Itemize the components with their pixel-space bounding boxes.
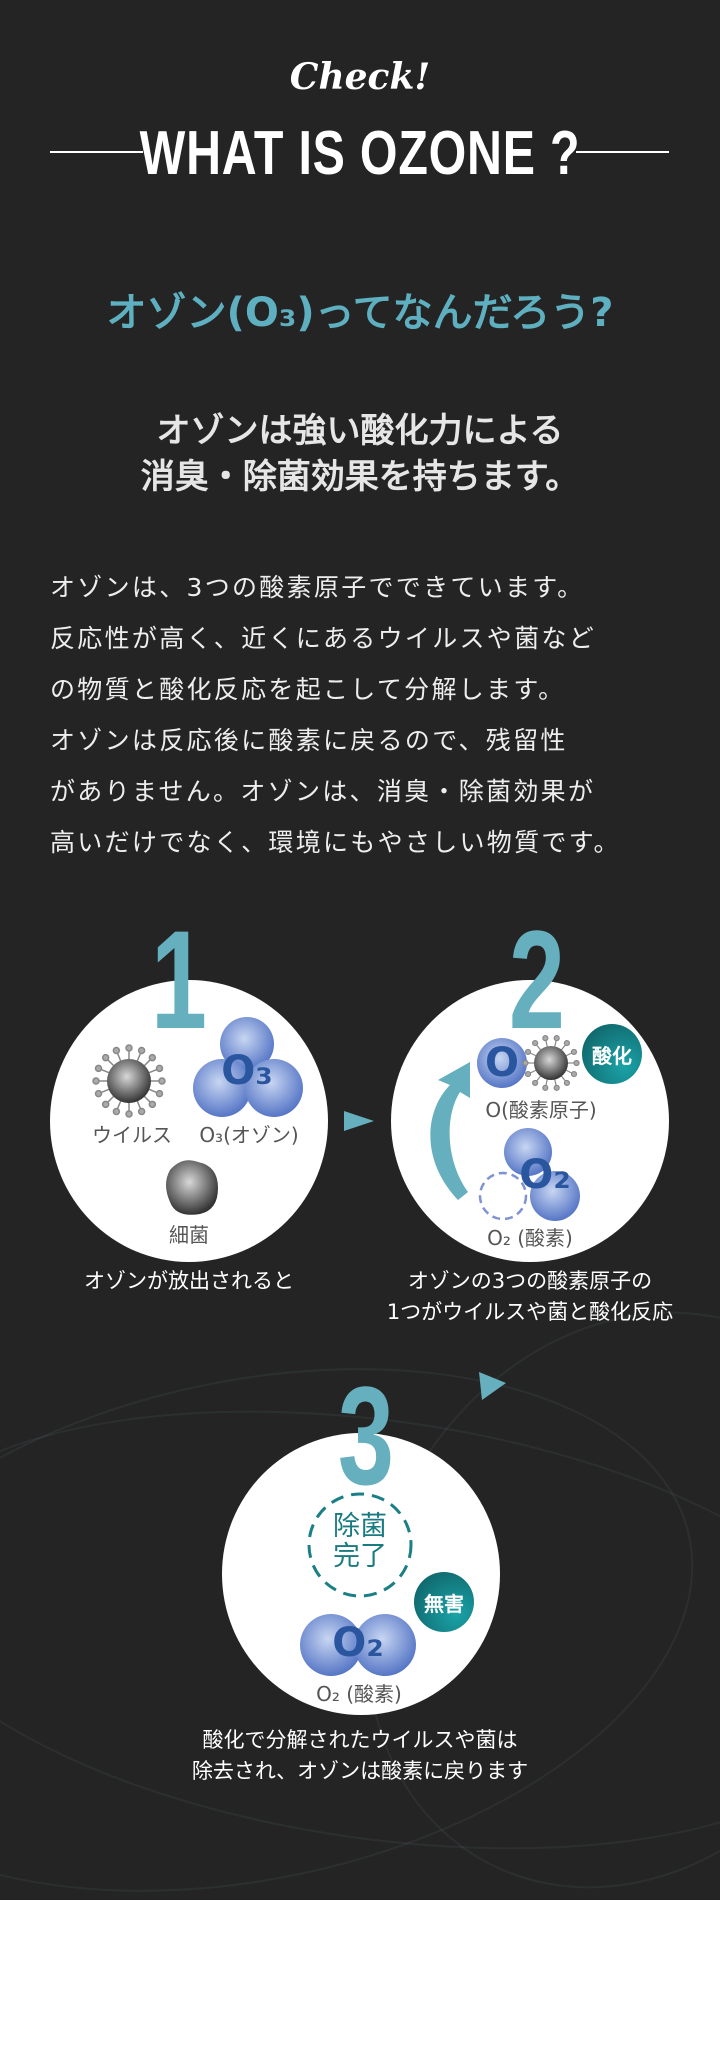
step-2-number: 2: [508, 901, 565, 1058]
title-divider-right: [576, 151, 669, 153]
oxygen-label: O₂ (酸素): [316, 1682, 402, 1706]
section-question: オゾン(O₃)ってなんだろう?: [106, 290, 614, 336]
dark-section: Check! WHAT IS OZONE ? オゾン(O₃)ってなんだろう? オ…: [0, 0, 720, 1900]
caption-line: オゾンの3つの酸素原子の: [407, 1269, 653, 1293]
oxygen-molecule-icon: [530, 1171, 580, 1221]
description-paragraph: オゾンは、3つの酸素原子でできています。 反応性が高く、近くにあるウイルスや菌な…: [50, 562, 672, 868]
virus-icon: [522, 1035, 580, 1091]
next-arrow-icon: [344, 1111, 374, 1131]
lead-line: オゾンは強い酸化力による: [156, 411, 564, 451]
sterilization-complete-label: 除菌 完了: [333, 1512, 387, 1572]
oxygen-atom-icon: [477, 1038, 527, 1088]
o3-symbol: O₃: [221, 1048, 273, 1094]
removed-atom-outline: [478, 1171, 528, 1221]
step-2-caption: オゾンの3つの酸素原子の 1つがウイルスや菌と酸化反応: [387, 1266, 673, 1328]
ozone-molecule-icon: [193, 1017, 303, 1117]
harmless-badge: 無害: [414, 1572, 474, 1632]
step-3-caption: 酸化で分解されたウイルスや菌は 除去され、オゾンは酸素に戻ります: [192, 1725, 528, 1787]
caption-line: 1つがウイルスや菌と酸化反応: [386, 1300, 674, 1324]
caption-line: 酸化で分解されたウイルスや菌は: [202, 1728, 518, 1752]
caption-line: 除去され、オゾンは酸素に戻ります: [191, 1759, 529, 1783]
paragraph-line: がありません。オゾンは、消臭・除菌効果が: [50, 777, 596, 806]
virus-label: ウイルス: [92, 1123, 172, 1147]
step-1-number: 1: [150, 901, 207, 1058]
ozone-label: O₃(オゾン): [199, 1123, 299, 1147]
o-symbol: O: [484, 1040, 520, 1086]
o2-symbol: O₂: [332, 1620, 384, 1666]
title-divider-left: [50, 151, 143, 153]
step-1-circle: [50, 980, 328, 1262]
label-line: 除菌: [333, 1511, 387, 1542]
curved-arrow-icon: [430, 1062, 470, 1200]
bacteria-label: 細菌: [169, 1223, 209, 1247]
paragraph-line: オゾンは、3つの酸素原子でできています。: [50, 573, 585, 602]
next-arrow-icon: [479, 1372, 506, 1400]
lead-line: 消臭・除菌効果を持ちます。: [140, 457, 580, 497]
oxygen-label: O₂ (酸素): [487, 1226, 573, 1250]
paragraph-line: の物質と酸化反応を起こして分解します。: [50, 675, 566, 704]
caption-line: オゾンが放出されると: [84, 1269, 294, 1293]
sterilized-dashed-ring: [307, 1492, 413, 1598]
paragraph-line: 高いだけでなく、環境にもやさしい物質です。: [50, 828, 621, 857]
label-line: 完了: [333, 1541, 387, 1572]
step-1-caption: オゾンが放出されると: [84, 1266, 294, 1297]
step-3-illustration: [300, 1372, 506, 1676]
virus-icon: [92, 1044, 166, 1118]
oxygen-molecule-icon: [354, 1614, 416, 1676]
step-2-illustration: [430, 1035, 580, 1221]
bacteria-icon: [166, 1160, 218, 1215]
oxygen-atom-label: O(酸素原子): [485, 1098, 597, 1122]
page-title: WHAT IS OZONE ?: [139, 119, 581, 188]
paragraph-line: オゾンは反応後に酸素に戻るので、残留性: [50, 726, 568, 755]
step-3-number: 3: [337, 1357, 394, 1514]
step-1-illustration: [92, 1017, 374, 1215]
check-kicker: Check!: [289, 56, 431, 98]
oxidation-badge: 酸化: [582, 1024, 642, 1084]
lead-text: オゾンは強い酸化力による 消臭・除菌効果を持ちます。: [141, 408, 580, 500]
oxygen-molecule-icon: [300, 1614, 362, 1676]
oxygen-molecule-icon: [504, 1128, 552, 1176]
o2-symbol: O₂: [519, 1152, 571, 1198]
paragraph-line: 反応性が高く、近くにあるウイルスや菌など: [50, 624, 597, 653]
